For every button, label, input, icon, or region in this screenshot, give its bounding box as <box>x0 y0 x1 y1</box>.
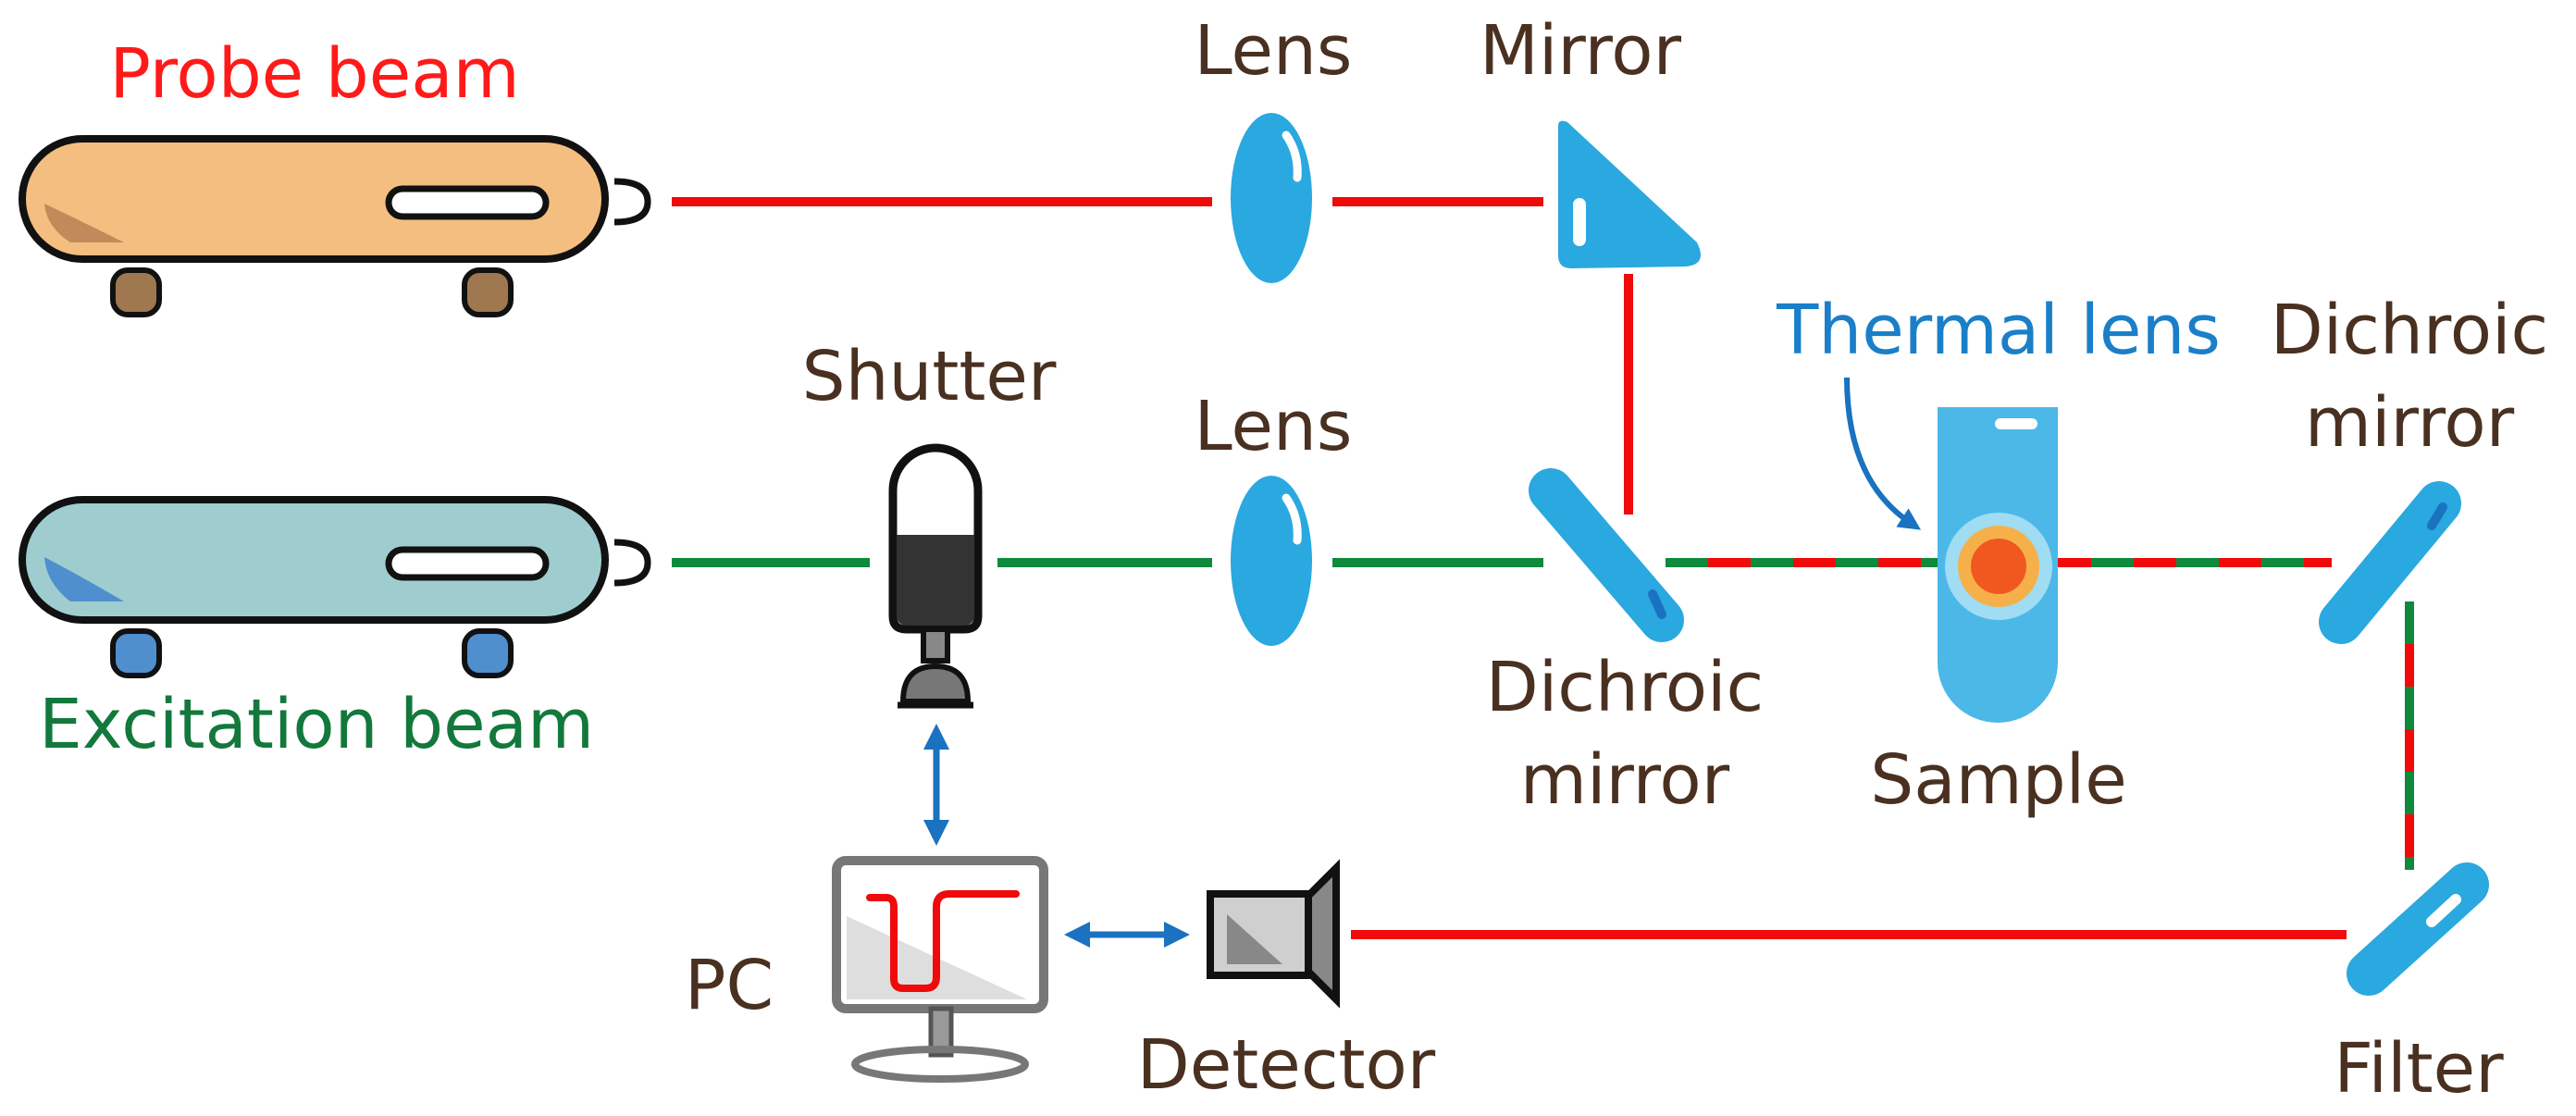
probe-beam-label: Probe beam <box>109 34 519 114</box>
pc-monitor <box>832 856 1048 1083</box>
dichroic-mirror-right <box>2319 481 2461 644</box>
excitation-laser <box>19 496 651 678</box>
probe-laser <box>19 135 651 317</box>
mirror <box>1558 120 1701 268</box>
dichroic-mirror-right-label-line2: mirror <box>2305 383 2515 463</box>
dichroic-mirror-right-label-line1: Dichroic <box>2271 291 2548 370</box>
filter-label: Filter <box>2334 1029 2504 1109</box>
sample-label: Sample <box>1870 740 2126 820</box>
lens-bottom <box>1231 476 1312 646</box>
probe-beam-path <box>672 197 2347 939</box>
filter <box>2347 862 2489 996</box>
excitation-beam-label: Excitation beam <box>39 685 594 764</box>
sample-cuvette <box>1938 407 2058 723</box>
dichroic-mirror-center-label-line1: Dichroic <box>1486 648 1764 727</box>
pc-label: PC <box>685 946 774 1025</box>
lens-top-label: Lens <box>1195 11 1353 91</box>
dichroic-mirror-center-label-line2: mirror <box>1520 740 1730 820</box>
mirror-label: Mirror <box>1480 11 1682 91</box>
detector-label: Detector <box>1137 1025 1436 1105</box>
shutter <box>888 443 983 709</box>
detector <box>1207 859 1340 1009</box>
shutter-label: Shutter <box>802 337 1057 416</box>
lens-top <box>1231 113 1312 283</box>
lens-bottom-label: Lens <box>1195 387 1353 466</box>
thermal-lens-pointer <box>1844 377 1922 530</box>
dichroic-mirror-center <box>1529 468 1684 642</box>
thermal-lens-label: Thermal lens <box>1776 291 2221 370</box>
